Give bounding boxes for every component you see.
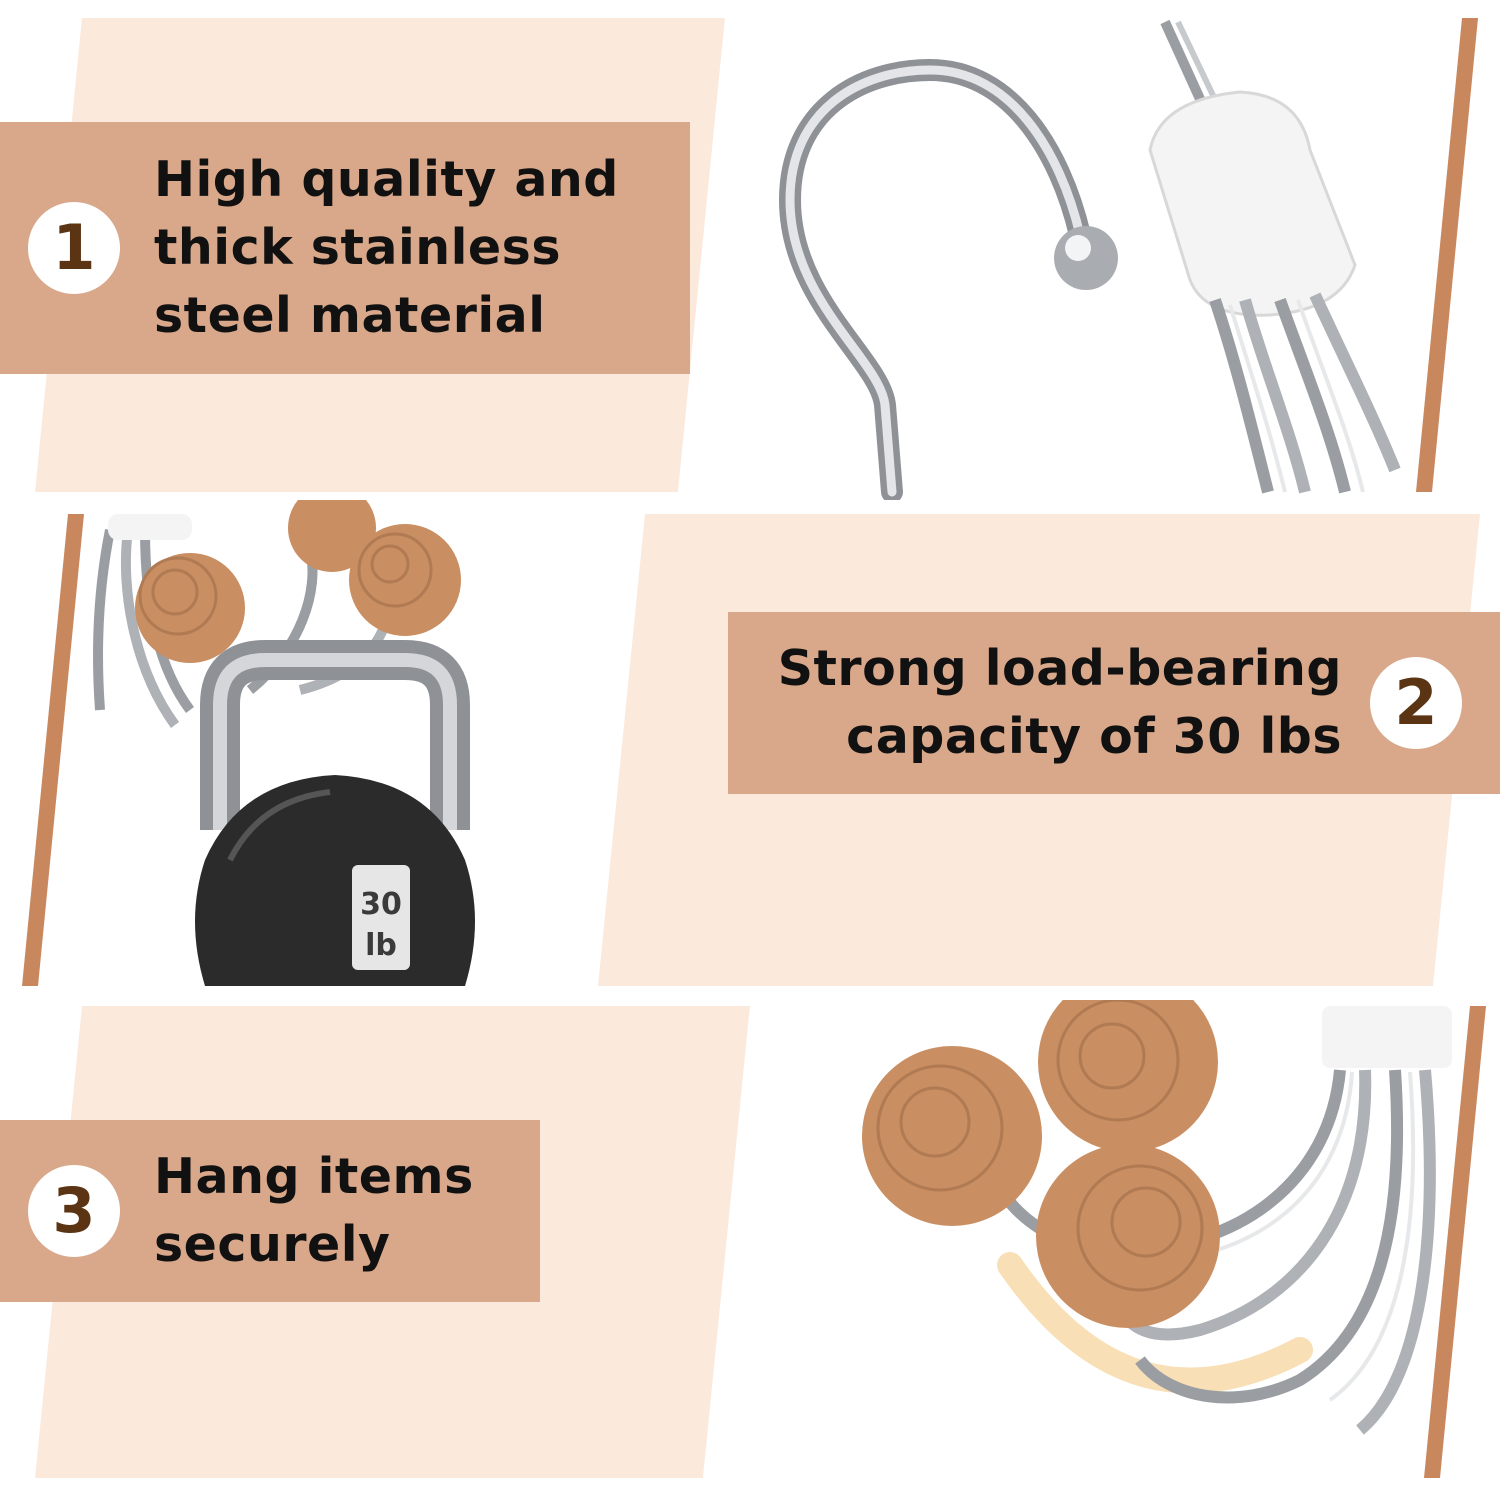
feature-number-badge: 2: [1370, 657, 1462, 749]
feature-text-line: capacity of 30 lbs: [846, 708, 1342, 765]
kettlebell-weight-top: 30: [360, 887, 402, 922]
wooden-ball-icon: [862, 1000, 1220, 1328]
feature-text-line: Strong load-bearing: [777, 640, 1342, 697]
feature-number-badge: 1: [28, 202, 120, 294]
feature-text-line: steel material: [154, 287, 546, 344]
kettlebell-weight-bottom: lb: [365, 928, 397, 963]
feature-panel-3: 3 Hang items securely: [0, 1000, 1500, 1500]
feature-label-2: Strong load-bearing capacity of 30 lbs 2: [728, 612, 1500, 794]
feature-text-line: High quality and: [154, 151, 619, 208]
feature-text-line: securely: [154, 1216, 391, 1273]
feature-text: High quality and thick stainless steel m…: [154, 146, 619, 350]
feature-number-badge: 3: [28, 1165, 120, 1257]
feature-label-3: 3 Hang items securely: [0, 1120, 540, 1302]
kettlebell-icon: [195, 640, 475, 986]
feature-panel-1: 1 High quality and thick stainless steel…: [0, 0, 1500, 500]
wooden-ball-icon: [135, 500, 461, 663]
feature-number: 1: [52, 211, 96, 284]
feature-text-line: thick stainless: [154, 219, 561, 276]
feature-number: 2: [1394, 666, 1438, 739]
feature-panel-2: 30 lb Strong load-bearing capacity of 30…: [0, 500, 1500, 1000]
s-hook-icon: [778, 58, 1118, 500]
feature-number: 3: [52, 1174, 96, 1247]
multi-hook-icon: [1148, 19, 1401, 494]
feature-text: Hang items securely: [154, 1143, 474, 1279]
multi-hook-icon: [979, 1006, 1452, 1435]
feature-text: Strong load-bearing capacity of 30 lbs: [778, 635, 1342, 771]
feature-label-1: 1 High quality and thick stainless steel…: [0, 122, 690, 374]
feature-text-line: Hang items: [154, 1148, 474, 1205]
